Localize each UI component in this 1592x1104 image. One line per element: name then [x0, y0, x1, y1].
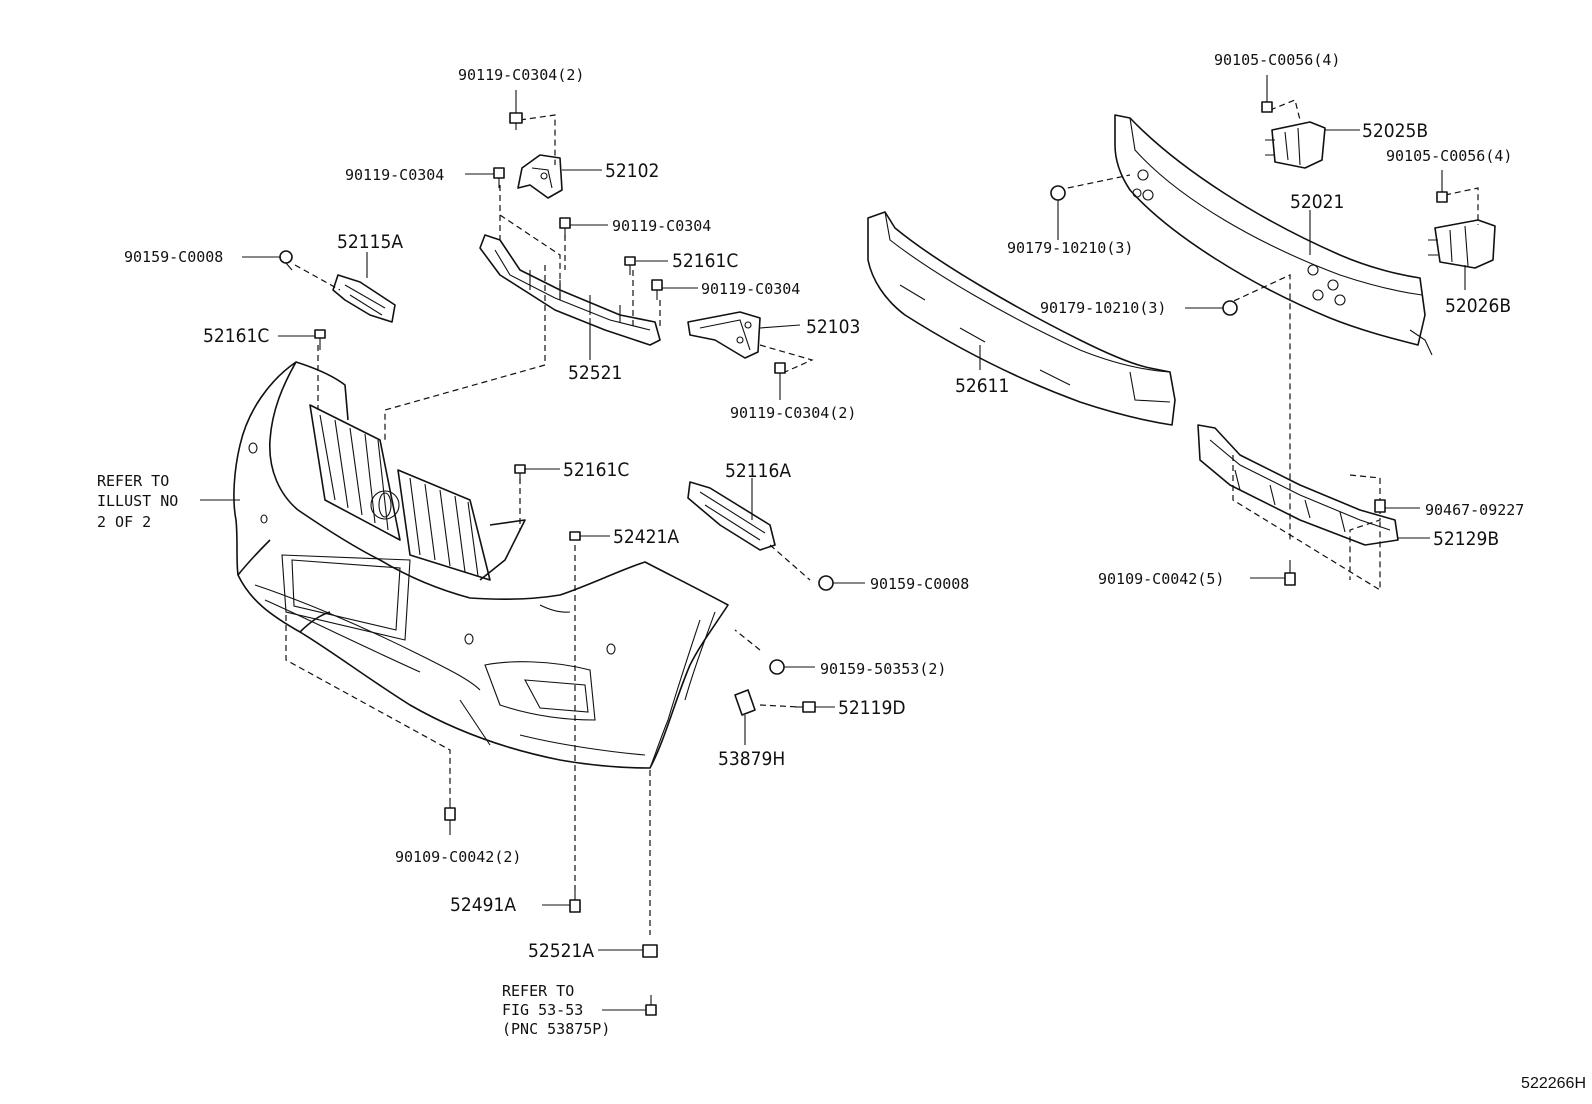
label-refer-illust-2: ILLUST NO [97, 492, 178, 510]
label-52521: 52521 [568, 362, 622, 384]
bracket-52102 [517, 154, 563, 199]
label-52115a: 52115A [337, 231, 403, 253]
label-refer-illust-1: REFER TO [97, 472, 169, 490]
bolt-icon [509, 112, 523, 130]
nut-icon [1436, 191, 1448, 203]
screw-icon [795, 701, 816, 713]
label-refer-fig-1: REFER TO [502, 982, 574, 1000]
bracket-52103 [687, 311, 761, 359]
label-90119-c0304-a: 90119-C0304 [345, 166, 444, 184]
bumper-cover-illustration [233, 361, 729, 769]
label-52119d: 52119D [838, 697, 906, 719]
bolt-icon [651, 279, 663, 300]
label-90179-10210-3-a: 90179-10210(3) [1007, 239, 1133, 257]
label-52521a: 52521A [528, 940, 594, 962]
label-52026b: 52026B [1445, 295, 1511, 317]
bracket-52026b [1428, 219, 1496, 269]
upper-retainer-52521 [479, 234, 661, 346]
part-labels: 90119-C0304(2) 52102 90119-C0304 90119-C… [97, 51, 1524, 1038]
label-90105-c0056-4-b: 90105-C0056(4) [1386, 147, 1512, 165]
label-90159-c0008-b: 90159-C0008 [870, 575, 969, 593]
label-52102: 52102 [605, 160, 659, 182]
diagram-id: 522266H [1521, 1075, 1586, 1092]
nut-icon [279, 250, 293, 271]
bolt-icon [1284, 560, 1296, 586]
label-90159-50353-2: 90159-50353(2) [820, 660, 946, 678]
label-90119-c0304-b: 90119-C0304 [612, 217, 711, 235]
label-refer-illust-3: 2 OF 2 [97, 513, 151, 531]
label-refer-fig-3: (PNC 53875P) [502, 1020, 610, 1038]
clip-53879h [734, 689, 756, 716]
label-52161c-a: 52161C [672, 250, 738, 272]
label-90179-10210-3-b: 90179-10210(3) [1040, 299, 1166, 317]
nut-icon [818, 575, 834, 591]
label-53879h: 53879H [718, 748, 785, 770]
label-90159-c0008-a: 90159-C0008 [124, 248, 223, 266]
energy-absorber-52611 [867, 211, 1176, 426]
clip-icon [642, 944, 658, 958]
label-52025b: 52025B [1362, 120, 1428, 142]
bolt-icon [559, 217, 571, 238]
clip-icon [314, 329, 326, 350]
bracket-52025b [1265, 121, 1326, 169]
label-refer-fig-2: FIG 53-53 [502, 1001, 583, 1019]
bracket-52115a [332, 274, 396, 323]
bolt-icon [493, 167, 505, 188]
clip-icon [569, 531, 581, 541]
assembly-lines [285, 99, 1479, 935]
nut-icon [1050, 185, 1066, 201]
label-90467-09227: 90467-09227 [1425, 501, 1524, 519]
label-90119-c0304-2-b: 90119-C0304(2) [730, 404, 856, 422]
label-90105-c0056-4-a: 90105-C0056(4) [1214, 51, 1340, 69]
label-90119-c0304-c: 90119-C0304 [701, 280, 800, 298]
label-52161c-b: 52161C [203, 325, 269, 347]
label-52103: 52103 [806, 316, 860, 338]
label-90109-c0042-5: 90109-C0042(5) [1098, 570, 1224, 588]
fasteners [279, 101, 1448, 1016]
label-52021: 52021 [1290, 191, 1344, 213]
clip-icon [514, 464, 526, 483]
clip-icon [624, 256, 636, 275]
leader-lines [200, 75, 1466, 1011]
nut-icon [1261, 101, 1273, 113]
label-90109-c0042-2: 90109-C0042(2) [395, 848, 521, 866]
nut-icon [769, 659, 785, 675]
label-52129b: 52129B [1433, 528, 1499, 550]
bracket-52116a [687, 481, 776, 551]
bolt-icon [569, 890, 581, 913]
clip-icon [1374, 499, 1386, 513]
label-52161c-c: 52161C [563, 459, 629, 481]
label-52116a: 52116A [725, 460, 791, 482]
label-52421a: 52421A [613, 526, 679, 548]
lower-absorber-52129b [1197, 424, 1399, 546]
bolt-icon [774, 362, 786, 380]
reinforcement-52021 [1114, 114, 1433, 356]
bolt-icon [645, 995, 657, 1016]
label-52491a: 52491A [450, 894, 516, 916]
nut-icon [1222, 300, 1238, 316]
bolt-icon [444, 800, 456, 821]
label-90119-c0304-2-top: 90119-C0304(2) [458, 66, 584, 84]
label-52611: 52611 [955, 375, 1009, 397]
